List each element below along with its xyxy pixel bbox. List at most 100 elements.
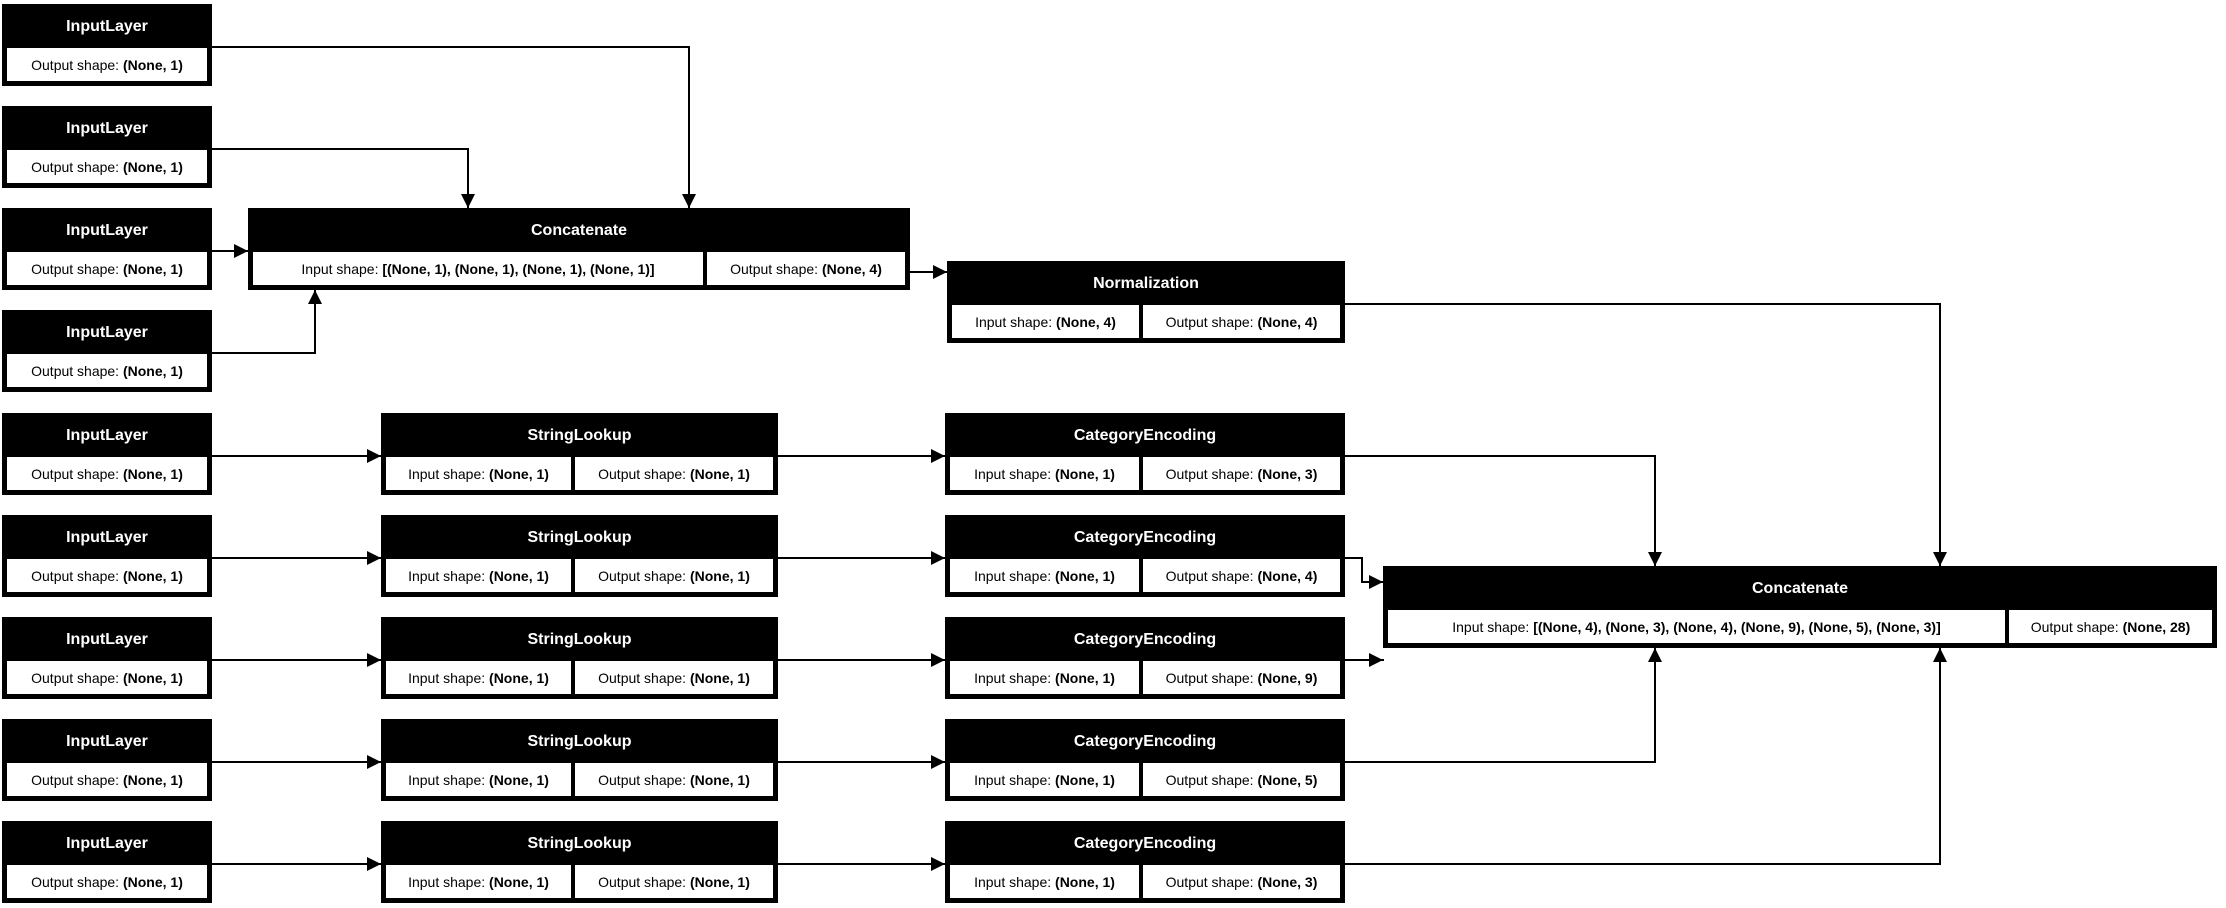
shape-value: (None, 1): [1055, 873, 1115, 890]
shape-label: Input shape:: [301, 260, 383, 277]
edge-categoryencoding-4-to-concatenate-2-segment: [1654, 647, 1656, 763]
shape-row: Output shape: (None, 1): [4, 763, 210, 799]
layer-type-label: Concatenate: [1751, 580, 1849, 597]
shape-row: Output shape: (None, 1): [4, 252, 210, 288]
layer-type-label: CategoryEncoding: [1073, 733, 1217, 750]
shape-value: (None, 1): [1055, 771, 1115, 788]
shape-cell: Output shape: (None, 1): [7, 559, 207, 592]
shape-cell: Output shape: (None, 3): [1143, 865, 1340, 898]
edge-input-2-to-concatenate-1-segment: [211, 148, 469, 150]
shape-cell: Output shape: (None, 4): [707, 252, 905, 285]
shape-label: Output shape:: [31, 362, 123, 379]
layer-type-label: InputLayer: [66, 120, 148, 137]
arrowhead-icon: [234, 244, 248, 258]
layer-type-label: StringLookup: [527, 427, 632, 444]
shape-label: Output shape:: [598, 873, 690, 890]
edge-categoryencoding-5-to-concatenate-2-segment: [1939, 647, 1941, 865]
shape-cell: Output shape: (None, 1): [7, 252, 207, 285]
edge-input-6-to-stringlookup-2-segment: [211, 557, 382, 559]
arrowhead-icon: [931, 653, 945, 667]
shape-value: (None, 1): [689, 771, 750, 788]
shape-cell: Input shape: (None, 1): [950, 457, 1139, 490]
edge-input-4-to-concatenate-1-segment: [314, 289, 316, 354]
shape-cell: Output shape: (None, 1): [7, 150, 207, 183]
layer-type-label: StringLookup: [527, 529, 632, 546]
shape-value: (None, 5): [1257, 771, 1318, 788]
edge-input-1-to-concatenate-1-segment: [688, 46, 690, 209]
shape-cell: Input shape: [(None, 1), (None, 1), (Non…: [253, 252, 703, 285]
shape-row: Input shape: (None, 1)Output shape: (Non…: [383, 865, 776, 901]
shape-label: Output shape:: [31, 873, 123, 890]
shape-label: Output shape:: [31, 771, 123, 788]
shape-label: Input shape:: [408, 669, 490, 686]
shape-value: (None, 1): [1055, 669, 1115, 686]
arrowhead-icon: [1369, 575, 1383, 589]
edge-stringlookup-2-to-categoryencoding-2-segment: [777, 557, 946, 559]
shape-label: Input shape:: [408, 873, 490, 890]
layer-type-label: InputLayer: [66, 835, 148, 852]
edge-categoryencoding-1-to-concatenate-2-segment: [1654, 455, 1656, 567]
shape-row: Input shape: (None, 1)Output shape: (Non…: [947, 559, 1343, 595]
arrowhead-icon: [1648, 552, 1662, 566]
layer-type-label: CategoryEncoding: [1073, 631, 1217, 648]
shape-value: (None, 1): [1055, 465, 1115, 482]
layer-type-label: InputLayer: [66, 427, 148, 444]
arrowhead-icon: [367, 755, 381, 769]
arrowhead-icon: [367, 551, 381, 565]
shape-value: (None, 28): [2122, 618, 2191, 635]
shape-row: Input shape: [(None, 4), (None, 3), (Non…: [1385, 610, 2215, 646]
shape-label: Input shape:: [974, 669, 1056, 686]
shape-cell: Output shape: (None, 1): [575, 559, 773, 592]
shape-cell: Output shape: (None, 4): [1143, 305, 1340, 338]
shape-row: Input shape: (None, 1)Output shape: (Non…: [947, 457, 1343, 493]
arrowhead-icon: [931, 755, 945, 769]
shape-value: (None, 4): [1056, 313, 1116, 330]
shape-value: (None, 4): [1257, 313, 1318, 330]
edge-normalization-to-concatenate-2-segment: [1939, 303, 1941, 567]
shape-cell: Input shape: (None, 1): [950, 559, 1139, 592]
shape-label: Output shape:: [2030, 618, 2123, 635]
arrowhead-icon: [461, 194, 475, 208]
shape-cell: Output shape: (None, 4): [1143, 559, 1340, 592]
shape-row: Input shape: (None, 1)Output shape: (Non…: [947, 661, 1343, 697]
shape-label: Input shape:: [1452, 618, 1534, 635]
arrowhead-icon: [308, 290, 322, 304]
edge-input-1-to-concatenate-1-segment: [211, 46, 690, 48]
shape-label: Output shape:: [1165, 873, 1258, 890]
shape-cell: Input shape: (None, 1): [386, 661, 571, 694]
shape-cell: Output shape: (None, 1): [7, 763, 207, 796]
edge-categoryencoding-1-to-concatenate-2-segment: [1344, 455, 1656, 457]
layer-type-label: InputLayer: [66, 631, 148, 648]
shape-cell: Input shape: (None, 1): [950, 763, 1139, 796]
shape-cell: Input shape: (None, 1): [386, 559, 571, 592]
edge-input-9-to-stringlookup-5-segment: [211, 863, 382, 865]
shape-value: (None, 1): [1055, 567, 1115, 584]
edge-stringlookup-1-to-categoryencoding-1-segment: [777, 455, 946, 457]
shape-value: (None, 1): [122, 465, 183, 482]
shape-label: Output shape:: [1165, 313, 1258, 330]
edge-normalization-to-concatenate-2-segment: [1344, 303, 1941, 305]
shape-value: (None, 1): [122, 669, 183, 686]
shape-cell: Output shape: (None, 1): [575, 457, 773, 490]
edge-categoryencoding-4-to-concatenate-2-segment: [1344, 761, 1656, 763]
shape-value: (None, 3): [1257, 465, 1318, 482]
shape-value: (None, 1): [122, 158, 183, 175]
shape-cell: Output shape: (None, 1): [7, 48, 207, 81]
shape-label: Output shape:: [598, 669, 690, 686]
edge-categoryencoding-2-to-concatenate-2-segment: [1361, 557, 1363, 583]
shape-label: Output shape:: [31, 567, 123, 584]
shape-cell: Input shape: (None, 1): [950, 661, 1139, 694]
shape-row: Input shape: (None, 1)Output shape: (Non…: [383, 457, 776, 493]
shape-value: (None, 1): [689, 567, 750, 584]
edge-input-2-to-concatenate-1-segment: [467, 148, 469, 209]
